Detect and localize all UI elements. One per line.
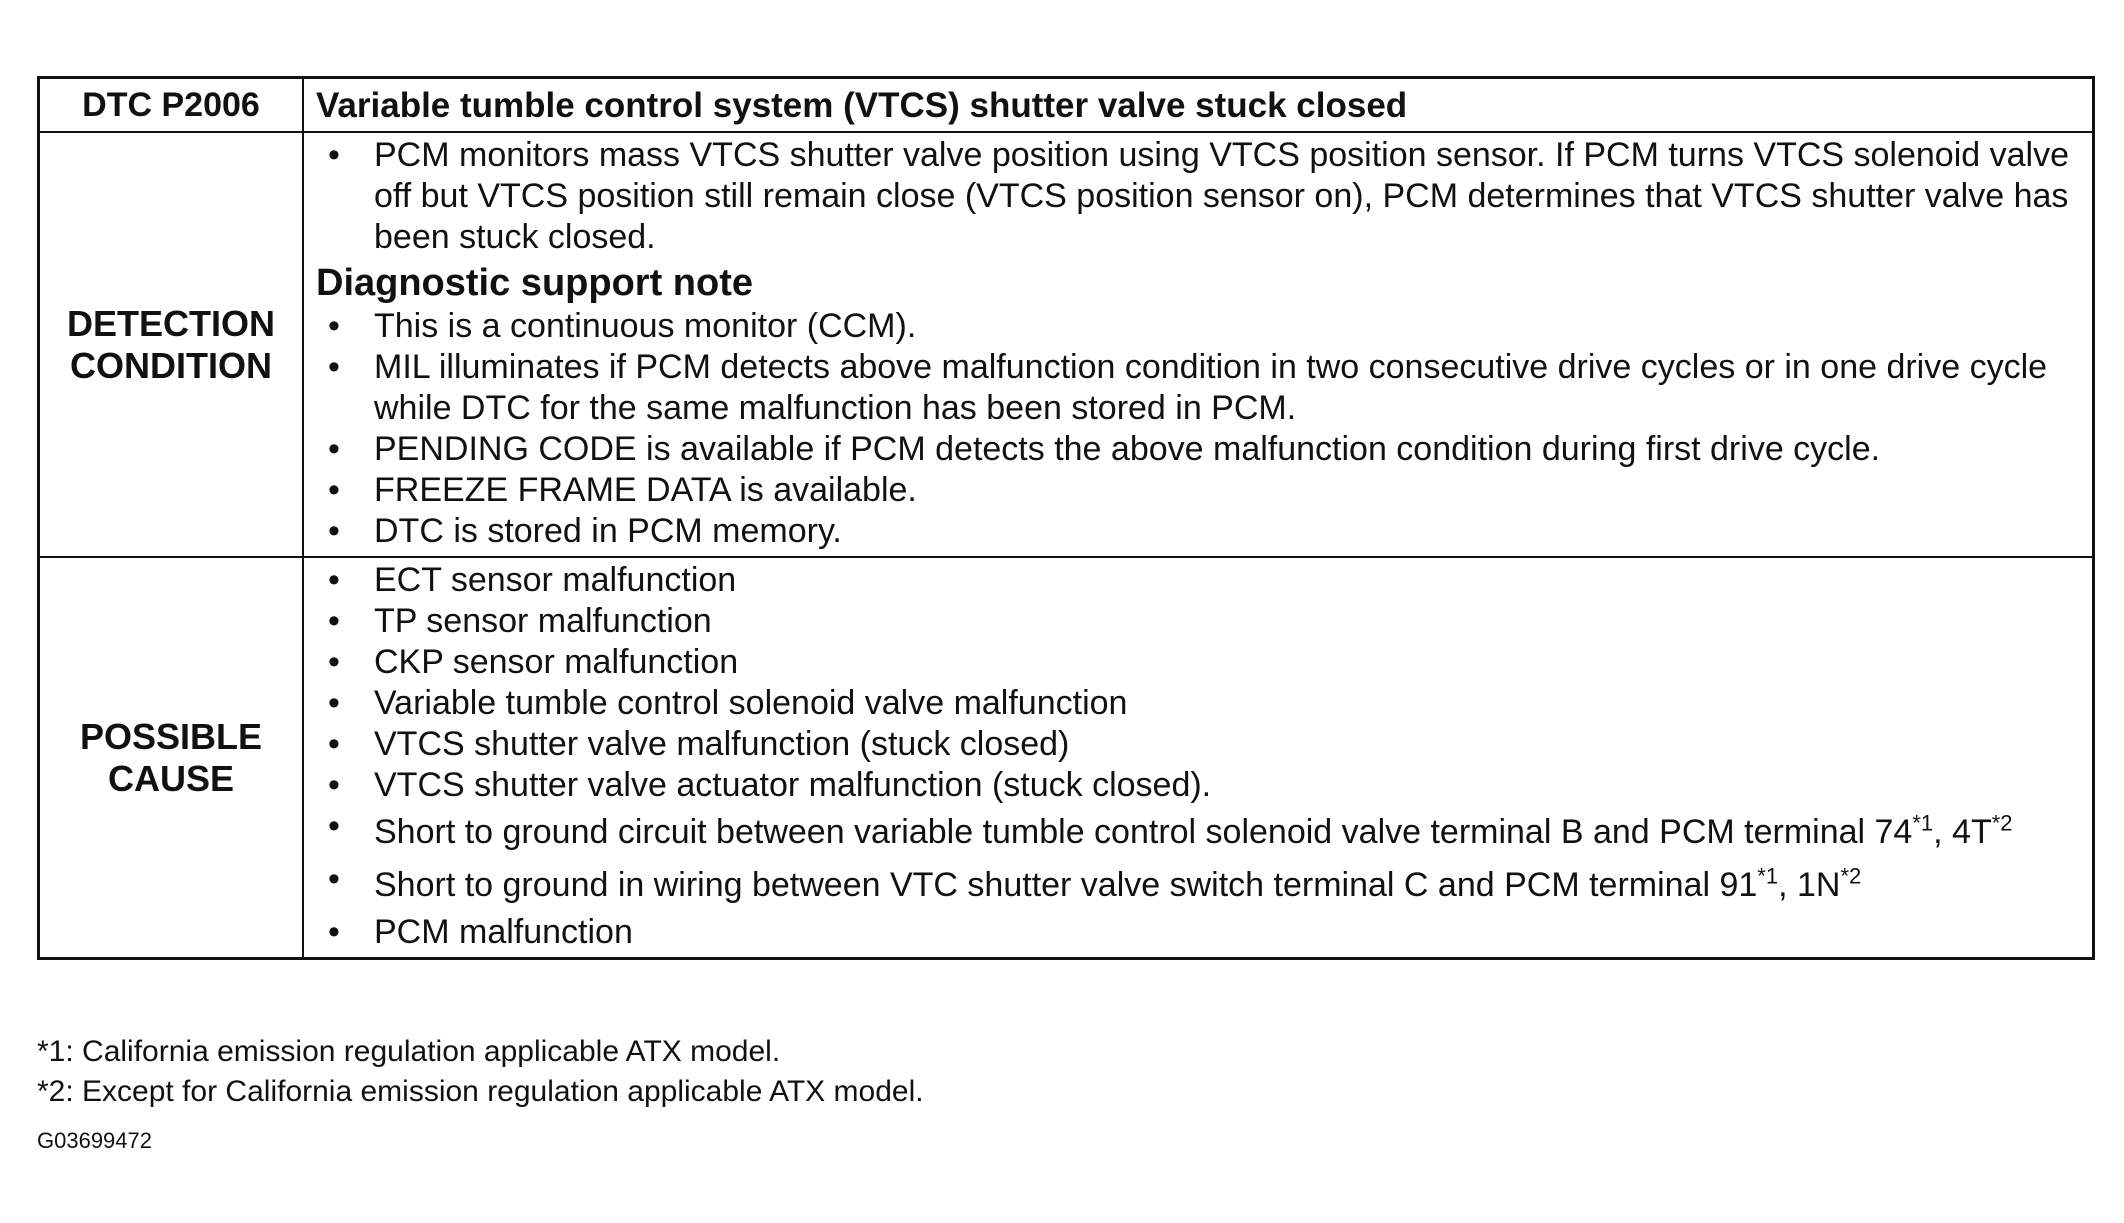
footnote-ref: *1 — [1757, 863, 1779, 889]
list-item: DTC is stored in PCM memory. — [316, 511, 2080, 552]
footnote-ref: *1 — [1912, 810, 1934, 836]
dtc-title: Variable tumble control system (VTCS) sh… — [302, 76, 2095, 133]
dtc-table: DTC P2006 Variable tumble control system… — [37, 76, 2095, 960]
footnote-2: *2: Except for California emission regul… — [37, 1075, 924, 1108]
cause-list: ECT sensor malfunction TP sensor malfunc… — [316, 560, 2080, 953]
dtc-code: DTC P2006 — [37, 76, 304, 133]
list-item: CKP sensor malfunction — [316, 642, 2080, 683]
header-row: DTC P2006 Variable tumble control system… — [37, 76, 2095, 133]
short-circuit-1-text: Short to ground circuit between variable… — [374, 813, 1913, 851]
footnote-1: *1: California emission regulation appli… — [37, 1035, 781, 1068]
detection-label: DETECTION CONDITION — [37, 131, 304, 558]
detection-label-line1: DETECTION — [66, 302, 275, 344]
list-item: TP sensor malfunction — [316, 601, 2080, 642]
list-item: FREEZE FRAME DATA is available. — [316, 470, 2080, 511]
figure-id: G03699472 — [37, 1128, 152, 1153]
diagnostic-note-heading: Diagnostic support note — [316, 262, 753, 304]
detection-label-line2: CONDITION — [70, 344, 272, 386]
list-item: PENDING CODE is available if PCM detects… — [316, 429, 2080, 470]
detection-content: PCM monitors mass VTCS shutter valve pos… — [302, 131, 2095, 558]
cause-label: POSSIBLE CAUSE — [37, 556, 304, 960]
list-item: MIL illuminates if PCM detects above mal… — [316, 347, 2080, 429]
list-item-short-circuit-1: Short to ground circuit between variable… — [316, 806, 2080, 859]
footnotes: *1: California emission regulation appli… — [37, 1032, 924, 1112]
cause-label-line1: POSSIBLE — [79, 715, 263, 757]
cause-content: ECT sensor malfunction TP sensor malfunc… — [302, 556, 2095, 960]
detection-main-list: PCM monitors mass VTCS shutter valve pos… — [316, 135, 2080, 258]
list-item: VTCS shutter valve actuator malfunction … — [316, 765, 2080, 806]
short-circuit-1-terminal: , 4T — [1933, 813, 1992, 851]
list-item: VTCS shutter valve malfunction (stuck cl… — [316, 724, 2080, 765]
footnote-ref: *2 — [1840, 863, 1862, 889]
footnote-ref: *2 — [1991, 810, 2013, 836]
list-item: Variable tumble control solenoid valve m… — [316, 683, 2080, 724]
list-item: PCM malfunction — [316, 912, 2080, 953]
list-item: PCM monitors mass VTCS shutter valve pos… — [316, 135, 2080, 258]
cause-row: POSSIBLE CAUSE ECT sensor malfunction TP… — [37, 556, 2095, 960]
detection-row: DETECTION CONDITION PCM monitors mass VT… — [37, 131, 2095, 558]
short-circuit-2-terminal: , 1N — [1778, 866, 1841, 904]
short-circuit-2-text: Short to ground in wiring between VTC sh… — [374, 866, 1758, 904]
list-item: This is a continuous monitor (CCM). — [316, 306, 2080, 347]
list-item-short-circuit-2: Short to ground in wiring between VTC sh… — [316, 859, 2080, 912]
diagnostic-note-list: This is a continuous monitor (CCM). MIL … — [316, 306, 2080, 552]
list-item: ECT sensor malfunction — [316, 560, 2080, 601]
cause-label-line2: CAUSE — [107, 757, 235, 799]
